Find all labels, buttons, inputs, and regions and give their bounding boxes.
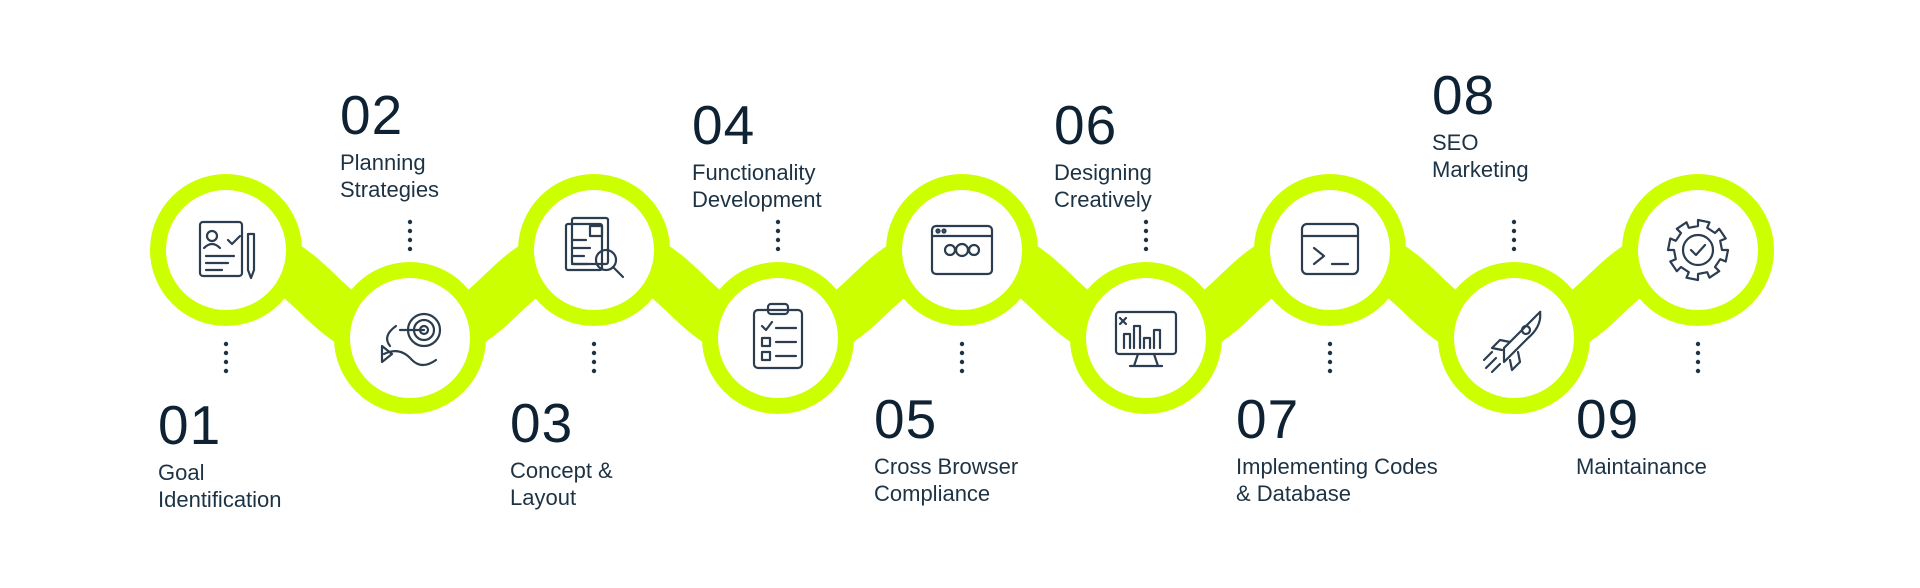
step-05-label: 05 Cross Browser Compliance <box>874 392 1018 507</box>
step-title: Cross Browser Compliance <box>874 454 1019 506</box>
step-title: Planning Strategies <box>340 150 440 202</box>
step-title: Functionality Development <box>692 160 822 212</box>
ring-inner <box>1270 190 1390 310</box>
resume-document-icon <box>198 220 256 280</box>
step-number: 05 <box>874 388 938 450</box>
browser-window-icon <box>930 224 994 276</box>
step-number: 08 <box>1432 64 1496 126</box>
document-search-icon <box>564 216 625 279</box>
step-number: 02 <box>340 84 404 146</box>
step-02-label: 02 Planning Strategies <box>340 88 439 203</box>
ring-inner <box>534 190 654 310</box>
step-title: SEO Marketing <box>1432 130 1529 182</box>
step-04-label: 04 Functionality Development <box>692 98 822 213</box>
dotted-leader <box>959 341 965 374</box>
step-number: 09 <box>1576 388 1640 450</box>
dotted-leader <box>1695 341 1701 374</box>
step-number: 06 <box>1054 94 1118 156</box>
step-title: Maintainance <box>1576 454 1707 479</box>
step-number: 07 <box>1236 388 1300 450</box>
step-title: Concept & Layout <box>510 458 613 510</box>
ring-inner <box>1638 190 1758 310</box>
step-number: 03 <box>510 392 574 454</box>
ring-inner <box>902 190 1022 310</box>
dotted-leader <box>223 341 229 374</box>
gear-check-icon <box>1666 218 1730 282</box>
step-title: Implementing Codes & Database <box>1236 454 1438 506</box>
checklist-clipboard-icon <box>752 302 804 370</box>
dotted-leader <box>591 341 597 374</box>
dotted-leader <box>775 219 781 252</box>
dotted-leader <box>1143 219 1149 252</box>
target-strategy-icon <box>380 312 442 367</box>
step-title: Designing Creatively <box>1054 160 1152 212</box>
dotted-leader <box>407 219 413 252</box>
step-number: 01 <box>158 394 222 456</box>
ring-inner <box>166 190 286 310</box>
code-terminal-icon <box>1300 222 1360 276</box>
dotted-leader <box>1511 219 1517 252</box>
rocket-icon <box>1482 310 1542 374</box>
step-09-label: 09 Maintainance <box>1576 392 1707 480</box>
step-07-label: 07 Implementing Codes & Database <box>1236 392 1438 507</box>
monitor-design-icon <box>1114 310 1178 368</box>
step-number: 04 <box>692 94 756 156</box>
step-03-label: 03 Concept & Layout <box>510 396 613 511</box>
dotted-leader <box>1327 341 1333 374</box>
step-title: Goal Identification <box>158 460 282 512</box>
step-08-label: 08 SEO Marketing <box>1432 68 1529 183</box>
step-06-label: 06 Designing Creatively <box>1054 98 1152 213</box>
ring-inner <box>718 278 838 398</box>
step-01-label: 01 Goal Identification <box>158 398 282 513</box>
